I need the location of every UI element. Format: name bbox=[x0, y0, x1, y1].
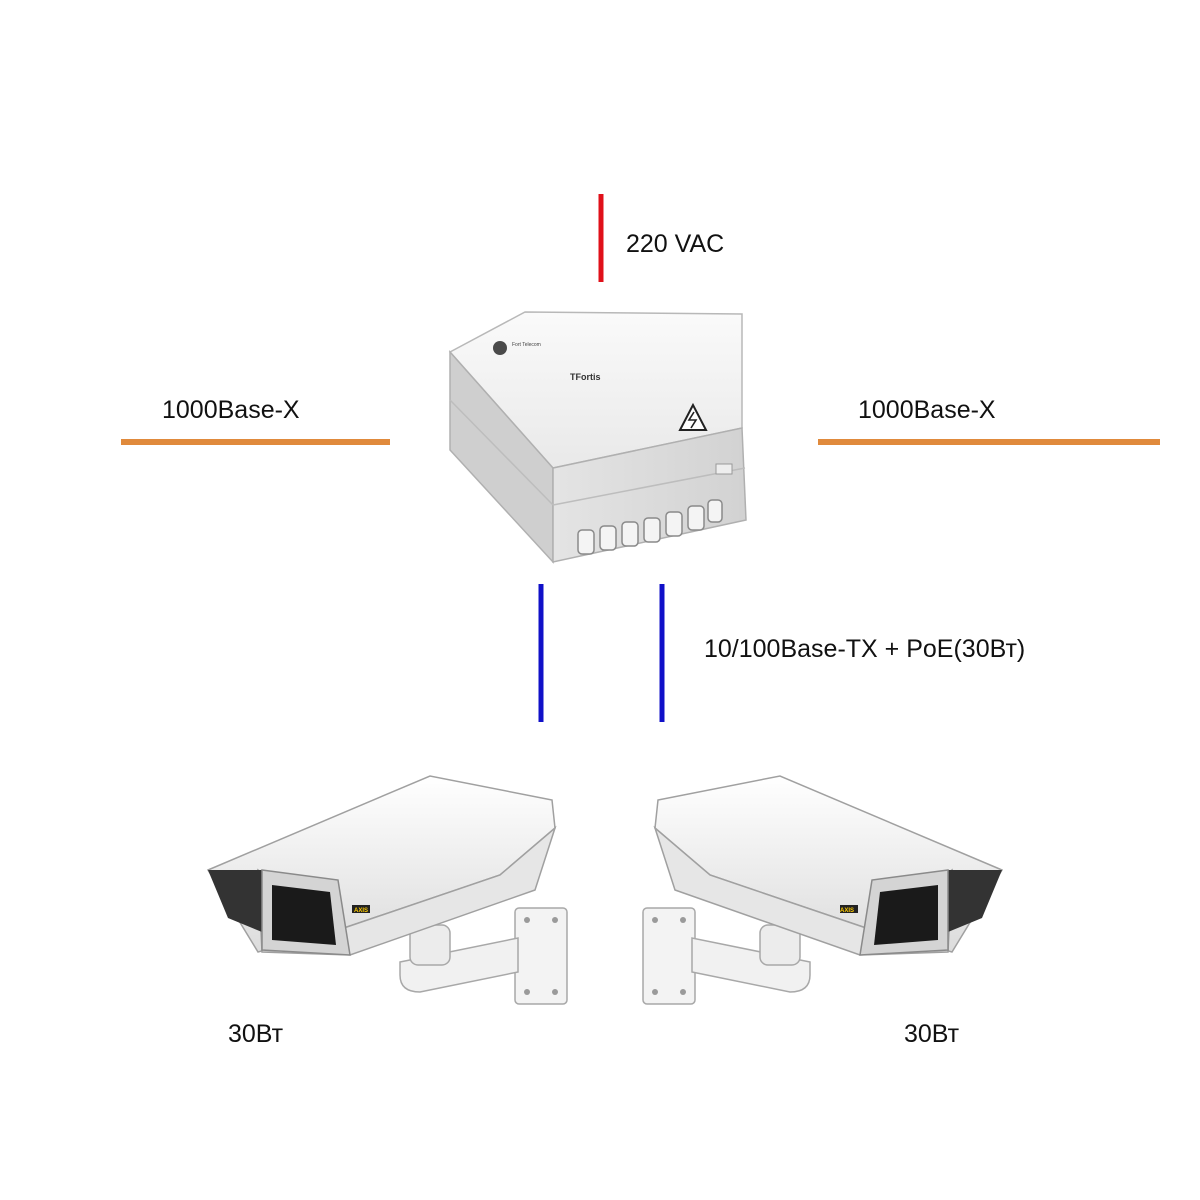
downlink-label: 10/100Base-TX + PoE(30Вт) bbox=[704, 635, 1026, 663]
camera-left-power-label: 30Вт bbox=[228, 1020, 284, 1048]
switch-enclosure: Fort Telecom TFortis bbox=[448, 311, 747, 564]
camera-right-power-label: 30Вт bbox=[904, 1020, 960, 1048]
power-label: 220 VAC bbox=[626, 230, 725, 258]
brand-logo-text: Fort Telecom bbox=[512, 342, 541, 348]
cable-glands bbox=[577, 499, 723, 555]
camera-right-brand: AXIS bbox=[840, 908, 854, 914]
device-brand: TFortis bbox=[570, 372, 601, 382]
camera-left-brand: AXIS bbox=[354, 908, 368, 914]
camera-left: AXIS bbox=[206, 775, 568, 1005]
high-voltage-warning-icon bbox=[678, 402, 708, 431]
camera-right bbox=[642, 775, 1004, 1005]
brand-logo-icon bbox=[493, 341, 507, 355]
uplink-left-label: 1000Base-X bbox=[162, 396, 300, 424]
uplink-right-label: 1000Base-X bbox=[858, 396, 996, 424]
